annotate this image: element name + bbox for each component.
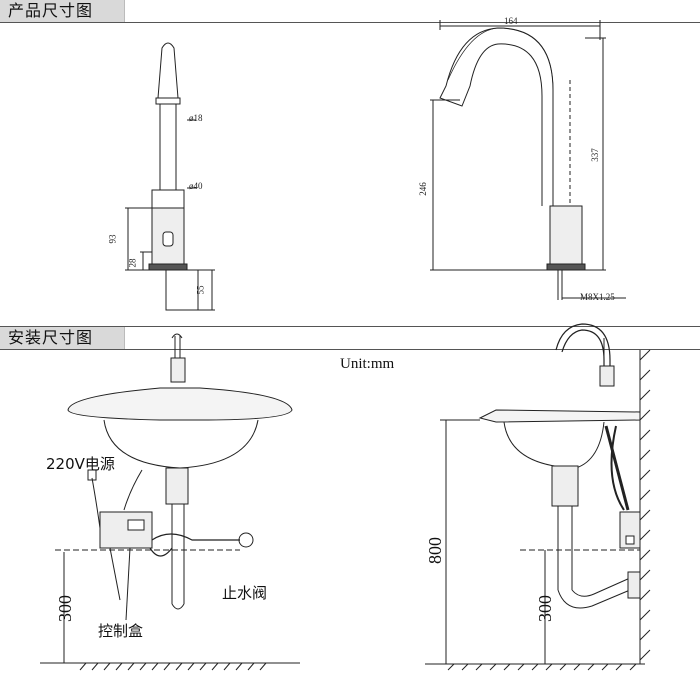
- dim-height-55: 55: [195, 285, 206, 295]
- dim-height-337: 337: [589, 148, 600, 162]
- product-dimensions-tab: 产品尺寸图: [0, 0, 125, 22]
- installation-dimensions-tab: 安装尺寸图: [0, 327, 125, 349]
- dim-diameter-40: ø40: [189, 181, 203, 191]
- install-front-view: [40, 333, 300, 664]
- install-header-rule: [0, 349, 700, 350]
- height-300-left: 300: [55, 595, 75, 622]
- unit-label: Unit:mm: [340, 356, 395, 372]
- dim-height-93: 93: [107, 234, 118, 244]
- top-rule: [0, 22, 700, 23]
- dim-height-246: 246: [417, 182, 428, 196]
- hatching: [79, 349, 651, 671]
- install-side-view: [425, 323, 645, 665]
- middle-rule: [0, 326, 700, 327]
- height-800: 800: [425, 537, 445, 564]
- valve-label: 止水阀: [222, 584, 268, 602]
- power-label: 220V电源: [46, 455, 115, 473]
- height-300-right: 300: [535, 595, 555, 622]
- dim-width-164: 164: [504, 16, 518, 26]
- dim-thread: M8X1.25: [580, 292, 615, 302]
- control-box-label: 控制盒: [98, 622, 144, 640]
- dim-height-28: 28: [127, 258, 138, 268]
- side-view-faucet: [430, 20, 626, 300]
- front-view-faucet: [125, 42, 215, 311]
- dim-diameter-18: ø18: [189, 113, 203, 123]
